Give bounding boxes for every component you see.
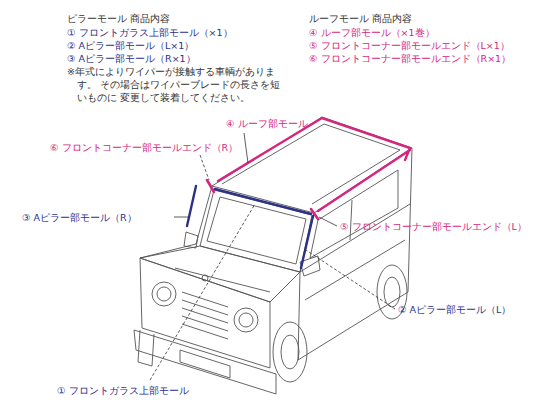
item-line: ④ ルーフ部モール（×1巻） [309,26,435,39]
callout-label: ⑤ フロントコーナー部モールエンド（L） [340,220,527,233]
leader-line [306,250,395,309]
item-line: ⑥ フロントコーナー部モールエンド（R×1） [309,52,511,65]
a-pillar-molding-r [187,186,196,226]
leader-line [150,204,255,380]
leader-line [200,155,209,180]
callout-label: ② Aピラー部モール（L） [398,303,511,316]
leader-line [319,217,337,226]
section-title: ルーフモール 商品内容 [309,12,412,25]
leader-line [244,133,248,163]
callout-label: ③ Aピラー部モール（R） [22,211,137,224]
a-pillar-molding-l [301,216,313,268]
item-line: ② Aピラー部モール（L×1） [67,39,194,52]
section-title: ピラーモール 商品内容 [67,12,170,25]
note-text: ※年式によりワイパーが接触する車輌があります。 その場合はワイパーブレードの長さ… [67,65,289,104]
windshield-top-molding [215,189,311,214]
item-line: ⑤ フロントコーナー部モールエンド（L×1） [309,39,510,52]
leader-line [174,217,189,218]
callout-label: ① フロントガラス上部モール [57,384,189,397]
callout-label: ④ ルーフ部モール [226,117,308,130]
item-line: ③ Aピラー部モール（R×1） [67,52,196,65]
callout-label: ⑥ フロントコーナー部モールエンド（R） [50,141,238,154]
corner-end-r [207,180,214,192]
item-line: ① フロントガラス上部モール（×1） [67,26,233,39]
